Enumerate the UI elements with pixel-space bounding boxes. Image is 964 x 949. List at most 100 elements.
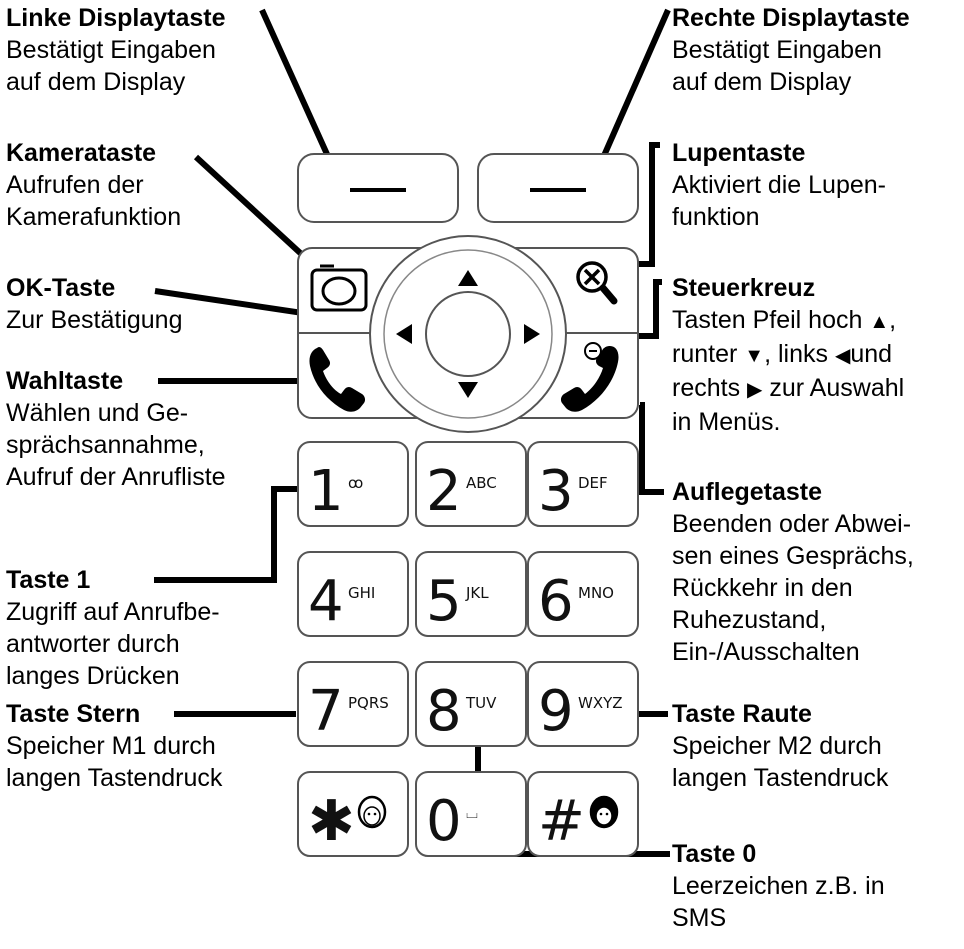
label-desc: SMS xyxy=(672,904,727,932)
callout-line-taste1 xyxy=(154,486,298,583)
camera-icon[interactable] xyxy=(310,264,368,312)
key-1[interactable] xyxy=(297,441,409,527)
label-desc: Bestätigt Eingaben xyxy=(672,36,882,64)
key-letters: JKL xyxy=(465,584,489,602)
face-icon xyxy=(357,795,387,829)
key-letters: ⌴ xyxy=(466,804,478,822)
key-4[interactable] xyxy=(297,551,409,637)
label-ok: OK-Taste Zur Bestätigung xyxy=(6,272,183,336)
label-desc: Beenden oder Abwei- xyxy=(672,510,912,538)
label-taste0: Taste 0 Leerzeichen z.B. in SMS xyxy=(672,838,885,934)
label-title: OK-Taste xyxy=(6,274,116,302)
arrow-right-icon[interactable] xyxy=(524,324,540,344)
key-6[interactable] xyxy=(527,551,639,637)
label-desc: auf dem Display xyxy=(672,68,852,96)
key-2[interactable] xyxy=(415,441,527,527)
magnifier-icon[interactable] xyxy=(576,261,618,305)
label-desc: langen Tastendruck xyxy=(6,764,223,792)
label-desc: Tasten Pfeil hoch ▲, xyxy=(672,306,897,334)
key-number: 3 xyxy=(538,459,574,524)
label-desc: Ein-/Ausschalten xyxy=(672,638,860,666)
face-icon xyxy=(589,795,619,829)
key-number: 4 xyxy=(308,569,344,634)
key-5[interactable] xyxy=(415,551,527,637)
hangup-icon[interactable] xyxy=(560,342,619,412)
label-desc: Rückkehr in den xyxy=(672,574,853,602)
label-title: Rechte Displaytaste xyxy=(672,4,910,32)
key-number: 7 xyxy=(308,679,344,744)
label-title: Taste 0 xyxy=(672,840,757,868)
label-title: Kamerataste xyxy=(6,139,157,167)
key-hash[interactable] xyxy=(527,771,639,857)
key-letters: PQRS xyxy=(348,694,389,712)
key-0[interactable] xyxy=(415,771,527,857)
label-title: Taste Stern xyxy=(6,700,141,728)
label-desc: Leerzeichen z.B. in xyxy=(672,872,885,900)
key-number: 5 xyxy=(426,569,462,634)
label-desc: sprächsannahme, xyxy=(6,431,205,459)
key-letters: MNO xyxy=(578,584,614,602)
key-number: ✱ xyxy=(308,789,355,854)
label-title: Linke Displaytaste xyxy=(6,4,226,32)
label-title: Auflegetaste xyxy=(672,478,823,506)
label-taste1: Taste 1 Zugriff auf Anrufbe- antworter d… xyxy=(6,564,220,692)
arrow-up-icon[interactable] xyxy=(458,270,478,286)
label-desc: Kamerafunktion xyxy=(6,203,182,231)
key-letters: TUV xyxy=(465,694,497,712)
label-desc: rechts ▶ zur Auswahl xyxy=(672,374,905,402)
label-camera: Kamerataste Aufrufen der Kamerafunktion xyxy=(6,137,181,233)
label-desc: Speicher M2 durch xyxy=(672,732,882,760)
label-desc: Aufrufen der xyxy=(6,171,144,199)
label-title: Lupentaste xyxy=(672,139,806,167)
label-desc: Bestätigt Eingaben xyxy=(6,36,216,64)
key-number: 8 xyxy=(426,679,462,744)
label-desc: in Menüs. xyxy=(672,408,781,436)
label-raute: Taste Raute Speicher M2 durch langen Tas… xyxy=(672,698,888,794)
key-letters: ꝏ xyxy=(348,474,363,492)
label-desc: sen eines Gesprächs, xyxy=(672,542,914,570)
label-desc: langen Tastendruck xyxy=(672,764,889,792)
key-9[interactable] xyxy=(527,661,639,747)
label-right-display: Rechte Displaytaste Bestätigt Eingaben a… xyxy=(672,2,910,98)
arrow-down-icon[interactable] xyxy=(458,382,478,398)
label-desc: Aufruf der Anrufliste xyxy=(6,463,226,491)
key-number: 0 xyxy=(426,789,462,854)
key-number: 9 xyxy=(538,679,574,744)
call-icon[interactable] xyxy=(309,346,366,412)
label-stern: Taste Stern Speicher M1 durch langen Tas… xyxy=(6,698,222,794)
key-8[interactable] xyxy=(415,661,527,747)
callout-line-magnifier xyxy=(628,142,660,267)
label-desc: funktion xyxy=(672,203,760,231)
label-title: Wahltaste xyxy=(6,367,124,395)
key-3[interactable] xyxy=(527,441,639,527)
key-letters: DEF xyxy=(578,474,608,492)
key-number: 6 xyxy=(538,569,574,634)
label-title: Taste Raute xyxy=(672,700,812,728)
label-desc: Aktiviert die Lupen- xyxy=(672,171,887,199)
label-desc: Zugriff auf Anrufbe- xyxy=(6,598,220,626)
label-desc: auf dem Display xyxy=(6,68,186,96)
label-desc: Ruhezustand, xyxy=(672,606,827,634)
label-steuerkreuz: Steuerkreuz Tasten Pfeil hoch ▲, runter … xyxy=(672,272,904,438)
key-letters: WXYZ xyxy=(578,694,623,712)
label-desc: Wählen und Ge- xyxy=(6,399,189,427)
arrow-left-icon[interactable] xyxy=(396,324,412,344)
key-number: 2 xyxy=(426,459,462,524)
label-auflegetaste: Auflegetaste Beenden oder Abwei- sen ein… xyxy=(672,476,914,668)
ok-key[interactable] xyxy=(425,291,511,377)
label-left-display: Linke Displaytaste Bestätigt Eingaben au… xyxy=(6,2,226,98)
callout-line-camera xyxy=(193,154,313,265)
label-desc: Speicher M1 durch xyxy=(6,732,216,760)
callout-line-auflegetaste xyxy=(639,402,664,495)
label-title: Taste 1 xyxy=(6,566,91,594)
key-letters: ABC xyxy=(466,474,497,492)
label-lupentaste: Lupentaste Aktiviert die Lupen- funktion xyxy=(672,137,886,233)
key-number: # xyxy=(538,789,585,854)
label-title: Steuerkreuz xyxy=(672,274,816,302)
key-7[interactable] xyxy=(297,661,409,747)
key-star[interactable] xyxy=(297,771,409,857)
label-desc: langes Drücken xyxy=(6,662,180,690)
label-desc: runter ▼, links ◀und xyxy=(672,340,893,368)
label-desc: Zur Bestätigung xyxy=(6,306,183,334)
